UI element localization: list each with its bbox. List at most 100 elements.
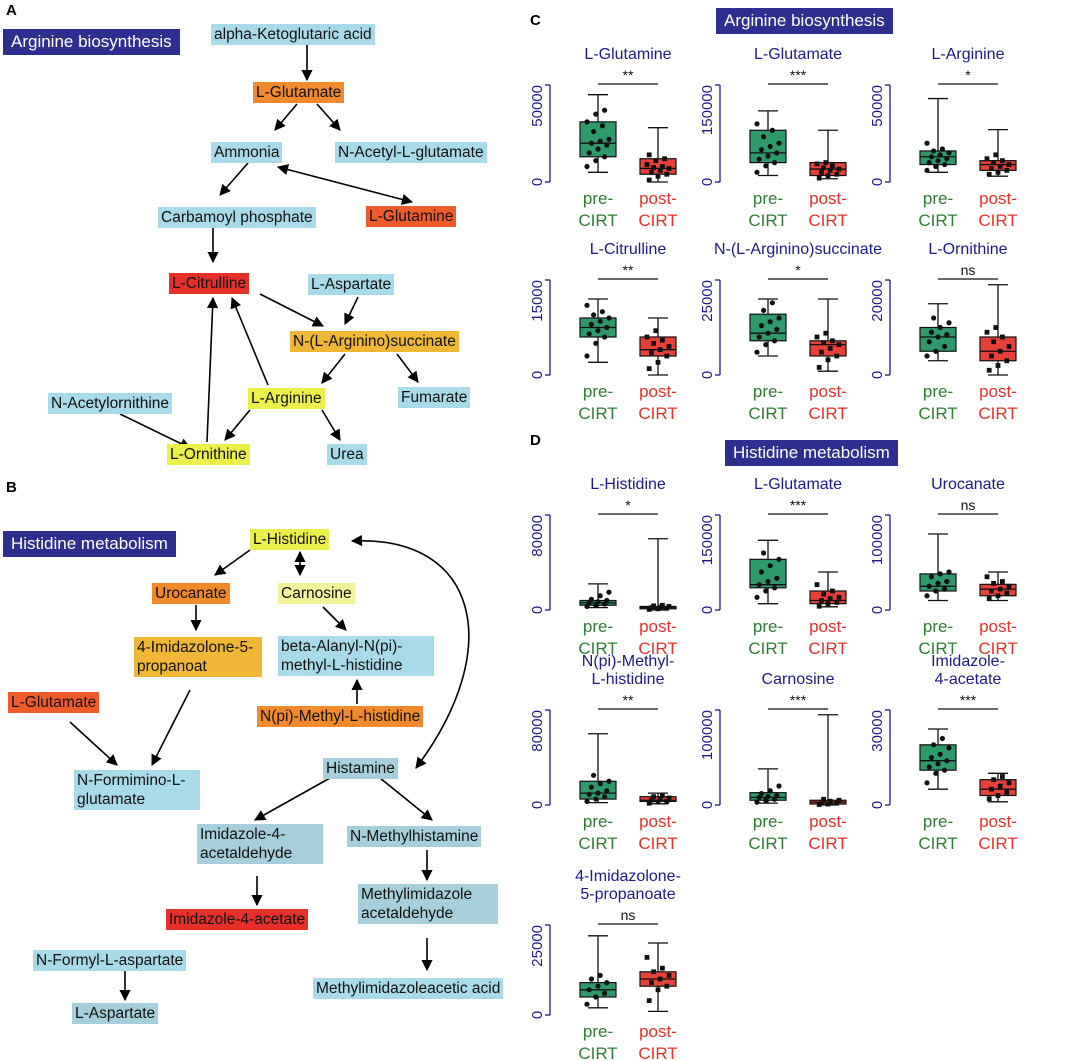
node-urocanate: Urocanate xyxy=(152,583,230,604)
group-label-line1: pre- xyxy=(923,617,953,636)
group-label-line2: CIRT xyxy=(978,639,1017,658)
data-point xyxy=(595,146,601,152)
data-point xyxy=(944,578,950,585)
data-point xyxy=(825,173,831,178)
group-label-line2: CIRT xyxy=(918,404,957,423)
group-label-line1: post- xyxy=(639,812,677,831)
data-point xyxy=(939,735,946,742)
data-point xyxy=(664,171,670,177)
node-imidazolone-propanoat: 4-Imidazolone-5-propanoat xyxy=(134,637,262,677)
data-point xyxy=(649,980,654,985)
significance-label: * xyxy=(625,497,631,513)
data-point xyxy=(584,119,590,125)
data-point xyxy=(984,329,990,335)
data-point xyxy=(657,167,663,173)
data-point xyxy=(834,171,840,177)
group-label-line2: CIRT xyxy=(638,1044,677,1061)
data-point xyxy=(597,138,603,144)
group-label-line2: CIRT xyxy=(578,834,617,853)
data-point xyxy=(946,150,952,156)
data-point xyxy=(991,581,996,586)
data-point xyxy=(946,745,952,751)
data-point xyxy=(664,799,670,804)
node-carnosine: Carnosine xyxy=(278,583,355,604)
group-label-line1: post- xyxy=(639,1022,677,1041)
group-label-line2: CIRT xyxy=(578,1044,617,1061)
data-point xyxy=(597,781,603,787)
plot-title: L-Citrulline xyxy=(590,241,667,258)
data-point xyxy=(651,969,656,975)
data-point xyxy=(774,326,780,332)
arrow-hist-imzald xyxy=(254,777,331,821)
group-label-line1: pre- xyxy=(583,189,613,208)
y-tick-label: 25000 xyxy=(699,280,716,322)
node-histamine: Histamine xyxy=(323,758,398,779)
group-label-line2: CIRT xyxy=(808,834,847,853)
y-tick-label: 25000 xyxy=(529,925,546,967)
data-point xyxy=(776,783,782,789)
data-point xyxy=(821,796,826,802)
data-point xyxy=(984,156,990,162)
plot-title: 4-acetate xyxy=(935,671,1002,688)
data-point xyxy=(604,788,610,794)
group-label-line2: CIRT xyxy=(638,639,677,658)
y-tick-label: 0 xyxy=(529,606,546,614)
arrow-glu-nfg xyxy=(69,721,118,766)
y-tick-label: 80000 xyxy=(529,515,546,557)
arrow-ammonia-gln xyxy=(276,164,414,205)
arrow-asp-argsucc xyxy=(344,296,359,326)
group-label-line1: post- xyxy=(809,617,847,636)
data-point xyxy=(602,154,608,160)
node-citrulline: L-Citrulline xyxy=(169,273,250,294)
data-point xyxy=(758,323,765,329)
data-point xyxy=(834,353,840,359)
plot-title: L-Ornithine xyxy=(928,241,1007,258)
data-point xyxy=(827,167,833,173)
data-point xyxy=(606,589,612,595)
data-point xyxy=(588,140,595,146)
data-point xyxy=(584,1001,590,1007)
arrow-arg-orn xyxy=(224,409,251,441)
data-point xyxy=(606,315,612,321)
panel-label-c: C xyxy=(530,12,541,29)
data-point xyxy=(604,142,610,148)
data-point xyxy=(651,340,656,346)
significance-label: * xyxy=(965,67,971,83)
plot-title: L-Glutamate xyxy=(754,46,842,63)
group-label-line2: CIRT xyxy=(578,639,617,658)
data-point xyxy=(816,175,822,181)
data-point xyxy=(655,799,661,805)
data-point xyxy=(823,160,829,165)
arrow-argsucc-fum xyxy=(396,353,419,383)
panel-d-title: Histidine metabolism xyxy=(725,440,898,466)
data-point xyxy=(926,339,932,345)
significance-label: ns xyxy=(961,262,976,278)
data-point xyxy=(926,764,932,770)
data-point xyxy=(989,588,994,594)
data-point xyxy=(765,578,771,585)
data-point xyxy=(819,598,824,603)
data-point xyxy=(942,767,948,773)
data-point xyxy=(649,797,654,803)
node-b-glutamate: L-Glutamate xyxy=(8,692,100,713)
data-point xyxy=(604,597,610,604)
data-point xyxy=(646,152,652,158)
data-point xyxy=(928,754,935,761)
data-point xyxy=(774,575,780,581)
data-point xyxy=(649,169,654,175)
data-point xyxy=(595,328,601,334)
data-point xyxy=(772,160,778,166)
data-point xyxy=(604,324,610,331)
group-label-line1: pre- xyxy=(583,812,613,831)
data-point xyxy=(588,321,595,327)
data-point xyxy=(584,302,590,308)
y-tick-label: 0 xyxy=(529,178,546,186)
data-point xyxy=(928,574,935,580)
data-point xyxy=(937,751,943,757)
data-point xyxy=(986,367,992,373)
y-tick-label: 0 xyxy=(699,606,716,614)
data-point xyxy=(666,604,672,609)
group-label-line1: post- xyxy=(979,382,1017,401)
data-point xyxy=(593,340,599,346)
